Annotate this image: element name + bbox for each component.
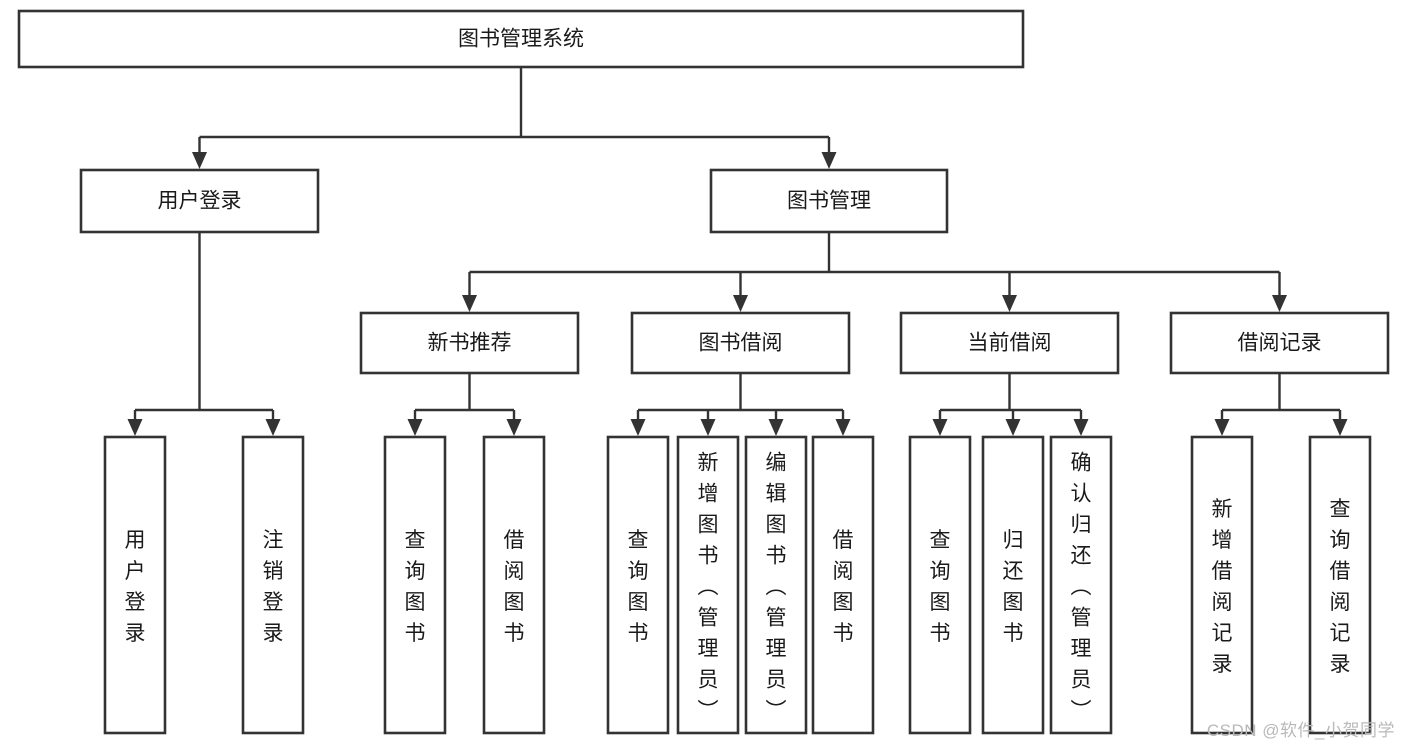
node-book-manage[interactable]: 图书管理 [709, 168, 949, 234]
connectors-layer [127, 67, 1348, 436]
node-root[interactable]: 图书管理系统 [17, 9, 1025, 69]
node-leaf-query-book-recommend[interactable]: 查询图书 [383, 435, 447, 735]
node-label: 查询借阅记录 [1330, 498, 1351, 676]
node-user-login[interactable]: 用户登录 [79, 168, 320, 234]
node-box[interactable] [744, 435, 808, 735]
node-leaf-query-record[interactable]: 查询借阅记录 [1308, 435, 1372, 735]
connector-group-book-manage [462, 232, 1287, 312]
node-box[interactable] [981, 435, 1045, 735]
node-label: 归还图书 [1003, 529, 1024, 645]
arrow-head-icon [1002, 295, 1017, 312]
node-box[interactable] [676, 435, 740, 735]
node-label: 图书管理 [787, 190, 871, 213]
node-label: 新书推荐 [428, 332, 512, 355]
node-box[interactable] [79, 168, 320, 234]
arrow-head-icon [1332, 419, 1348, 436]
node-current-borrow[interactable]: 当前借阅 [899, 311, 1120, 375]
node-label: 图书借阅 [699, 332, 783, 355]
connector-group-root [192, 67, 837, 169]
node-box[interactable] [1049, 435, 1113, 735]
node-new-book-recommend[interactable]: 新书推荐 [359, 311, 580, 375]
node-borrow-record[interactable]: 借阅记录 [1169, 311, 1390, 375]
node-label: 借阅图书 [833, 529, 854, 645]
node-leaf-logout[interactable]: 注销登录 [241, 435, 305, 735]
node-leaf-query-book-borrow[interactable]: 查询图书 [606, 435, 670, 735]
connector-group-new-book-recommend [407, 373, 522, 436]
connector-group-current-borrow [932, 373, 1089, 436]
node-label: 用户登录 [125, 529, 146, 645]
arrow-head-icon [821, 152, 837, 169]
arrow-head-icon [127, 419, 143, 436]
node-label: 注销登录 [263, 529, 284, 645]
node-label: 查询图书 [930, 529, 951, 645]
node-label: 编辑图书︵管理员︶ [766, 452, 787, 723]
node-leaf-user-login[interactable]: 用户登录 [103, 435, 167, 735]
node-box[interactable] [17, 9, 1025, 69]
node-book-borrow[interactable]: 图书借阅 [630, 311, 851, 375]
arrow-head-icon [630, 419, 646, 436]
node-box[interactable] [630, 311, 851, 375]
node-leaf-add-book[interactable]: 新增图书︵管理员︶ [676, 435, 740, 735]
node-box[interactable] [709, 168, 949, 234]
node-label: 图书管理系统 [458, 28, 584, 51]
node-box[interactable] [383, 435, 447, 735]
node-label: 当前借阅 [968, 332, 1052, 355]
node-box[interactable] [1190, 435, 1254, 735]
arrow-head-icon [932, 419, 948, 436]
node-leaf-query-book-current[interactable]: 查询图书 [908, 435, 972, 735]
node-box[interactable] [241, 435, 305, 735]
node-leaf-edit-book[interactable]: 编辑图书︵管理员︶ [744, 435, 808, 735]
node-leaf-borrow-book[interactable]: 借阅图书 [811, 435, 875, 735]
node-label: 查询图书 [405, 529, 426, 645]
node-label: 新增图书︵管理员︶ [698, 452, 719, 723]
arrow-head-icon [506, 419, 522, 436]
node-label: 新增借阅记录 [1212, 498, 1233, 676]
node-box[interactable] [899, 311, 1120, 375]
node-box[interactable] [103, 435, 167, 735]
node-leaf-borrow-book-recommend[interactable]: 借阅图书 [482, 435, 546, 735]
arrow-head-icon [768, 419, 784, 436]
arrow-head-icon [1073, 419, 1089, 436]
node-box[interactable] [482, 435, 546, 735]
node-box[interactable] [1308, 435, 1372, 735]
node-box[interactable] [811, 435, 875, 735]
arrow-head-icon [462, 295, 477, 312]
arrow-head-icon [1214, 419, 1230, 436]
arrow-head-icon [700, 419, 716, 436]
node-box[interactable] [359, 311, 580, 375]
arrow-head-icon [265, 419, 281, 436]
node-box[interactable] [606, 435, 670, 735]
arrow-head-icon [1005, 419, 1021, 436]
node-label: 借阅图书 [504, 529, 525, 645]
node-leaf-return-book[interactable]: 归还图书 [981, 435, 1045, 735]
connector-group-user-login [127, 232, 281, 436]
nodes-layer: 图书管理系统用户登录图书管理新书推荐图书借阅当前借阅借阅记录用户登录注销登录查询… [17, 9, 1390, 735]
node-box[interactable] [1169, 311, 1390, 375]
arrow-head-icon [192, 152, 207, 169]
arrow-head-icon [1272, 295, 1287, 312]
node-label: 确认归还︵管理员︶ [1071, 452, 1092, 723]
node-label: 查询图书 [628, 529, 649, 645]
arrow-head-icon [835, 419, 851, 436]
arrow-head-icon [733, 295, 748, 312]
node-label: 用户登录 [158, 190, 242, 213]
connector-group-borrow-record [1214, 373, 1348, 436]
node-leaf-add-record[interactable]: 新增借阅记录 [1190, 435, 1254, 735]
arrow-head-icon [407, 419, 423, 436]
node-leaf-confirm-return[interactable]: 确认归还︵管理员︶ [1049, 435, 1113, 735]
connector-group-book-borrow [630, 373, 851, 436]
node-box[interactable] [908, 435, 972, 735]
node-label: 借阅记录 [1238, 332, 1322, 355]
